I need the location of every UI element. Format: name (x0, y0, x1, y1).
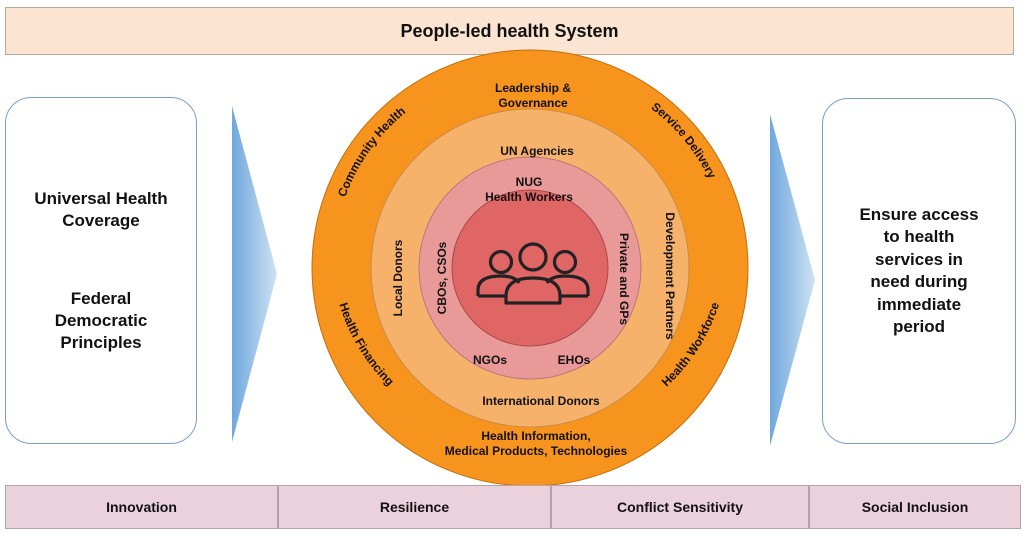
cbos-csos-label: CBOs, CSOs (435, 241, 449, 314)
right-goal-box: Ensure access to health services in need… (822, 98, 1016, 444)
ehos-label: EHOs (558, 353, 591, 367)
health-information-label-line-1: Health Information, (481, 429, 590, 443)
right-text-line-4: need during (870, 272, 968, 291)
title-bar: People-led health System (5, 7, 1014, 55)
right-text-line-3: services in (875, 249, 963, 269)
value-resilience: Resilience (278, 485, 551, 529)
left-text-line-2: Coverage (62, 210, 140, 230)
local-donors-label: Local Donors (391, 239, 405, 316)
right-text-line-6: period (893, 317, 945, 336)
un-agencies-label: UN Agencies (500, 144, 574, 158)
left-text-line-3: Federal (70, 288, 132, 308)
value-innovation: Innovation (5, 485, 278, 529)
page-title: People-led health System (400, 20, 619, 41)
people-group-icon (476, 242, 590, 305)
leadership-label-line-2: Governance (498, 96, 568, 110)
right-arrow-icon (770, 114, 815, 446)
left-text-line-1: Universal Health (34, 188, 168, 208)
value-conflict-sensitivity: Conflict Sensitivity (551, 485, 809, 529)
nug-label-line-2: Health Workers (485, 190, 573, 204)
international-donors-label: International Donors (482, 394, 600, 408)
left-arrow-icon (232, 106, 277, 442)
health-information-label-line-2: Medical Products, Technologies (445, 444, 628, 458)
nug-label-line-1: NUG (516, 175, 543, 189)
left-principles-box: Universal Health Coverage Federal Democr… (5, 97, 197, 444)
value-social-inclusion: Social Inclusion (809, 485, 1021, 529)
core-people-circle (451, 189, 609, 347)
right-text-line-2: to health (883, 227, 955, 246)
right-text-line-1: Ensure access (859, 204, 979, 224)
development-partners-label: Development Partners (663, 212, 677, 340)
left-text-line-4: Democratic (54, 310, 148, 330)
ngos-label: NGOs (473, 353, 507, 367)
values-bar: Innovation Resilience Conflict Sensitivi… (5, 485, 1021, 529)
right-text-line-5: immediate (876, 294, 962, 314)
leadership-label-line-1: Leadership & (495, 81, 571, 95)
left-text-line-5: Principles (60, 332, 142, 352)
private-gps-label: Private and GPs (617, 233, 631, 325)
